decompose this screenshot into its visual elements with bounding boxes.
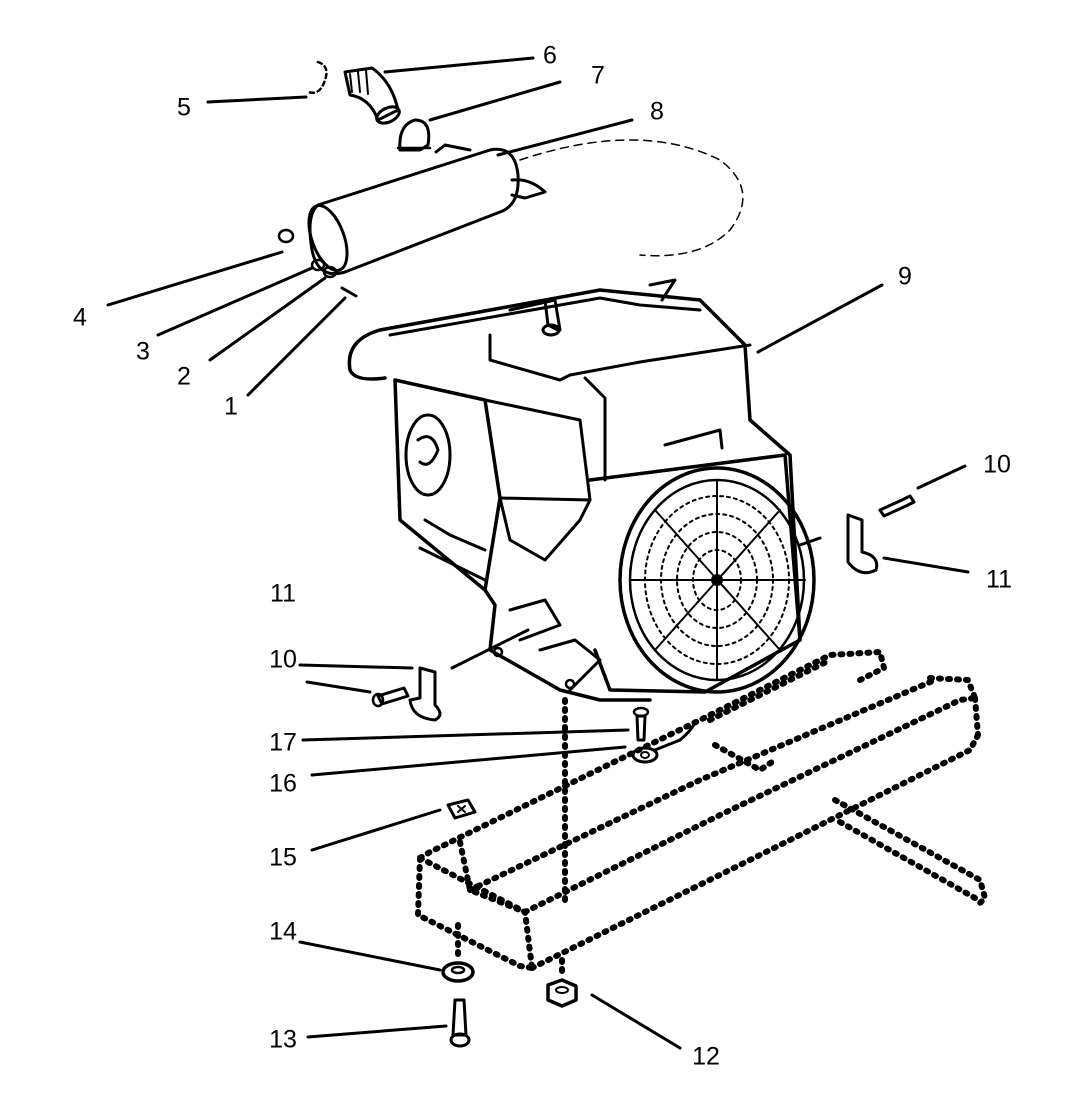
callout-2: 2 (177, 362, 191, 391)
mounting-clip-right (846, 513, 879, 575)
bolt-left (371, 686, 410, 708)
callout-16: 16 (269, 769, 297, 798)
washer (441, 961, 475, 983)
callout-12: 12 (692, 1042, 720, 1071)
callout-10-left: 10 (269, 645, 297, 674)
mounting-frame (414, 648, 989, 978)
callout-3: 3 (136, 337, 150, 366)
callout-9: 9 (898, 262, 912, 291)
speed-nut (446, 798, 477, 820)
bolt-right (878, 494, 916, 518)
exhaust-clamp (396, 118, 432, 152)
exhaust-gasket (306, 60, 328, 94)
callout-7: 7 (591, 61, 605, 90)
muffler (307, 139, 744, 276)
callout-5: 5 (177, 93, 191, 122)
mounting-clip-left (408, 666, 442, 722)
callout-11-right: 11 (986, 565, 1012, 594)
callout-13: 13 (269, 1025, 297, 1054)
muffler-hardware (277, 228, 358, 298)
callout-8: 8 (650, 97, 664, 126)
callout-6: 6 (543, 41, 557, 70)
engine (347, 278, 816, 702)
callout-14: 14 (269, 917, 297, 946)
callout-15: 15 (269, 843, 297, 872)
callout-10-right: 10 (983, 450, 1011, 479)
carriage-bolt (449, 998, 471, 1048)
ground-bolt (632, 706, 650, 742)
callout-1: 1 (224, 392, 238, 421)
ground-cable-terminal (631, 720, 697, 764)
callout-11-left: 11 (270, 579, 296, 608)
leader-lines (106, 56, 970, 1050)
callout-4: 4 (73, 303, 87, 332)
exhaust-elbow (343, 66, 401, 125)
hex-nut (546, 978, 578, 1008)
callout-17: 17 (269, 728, 297, 757)
